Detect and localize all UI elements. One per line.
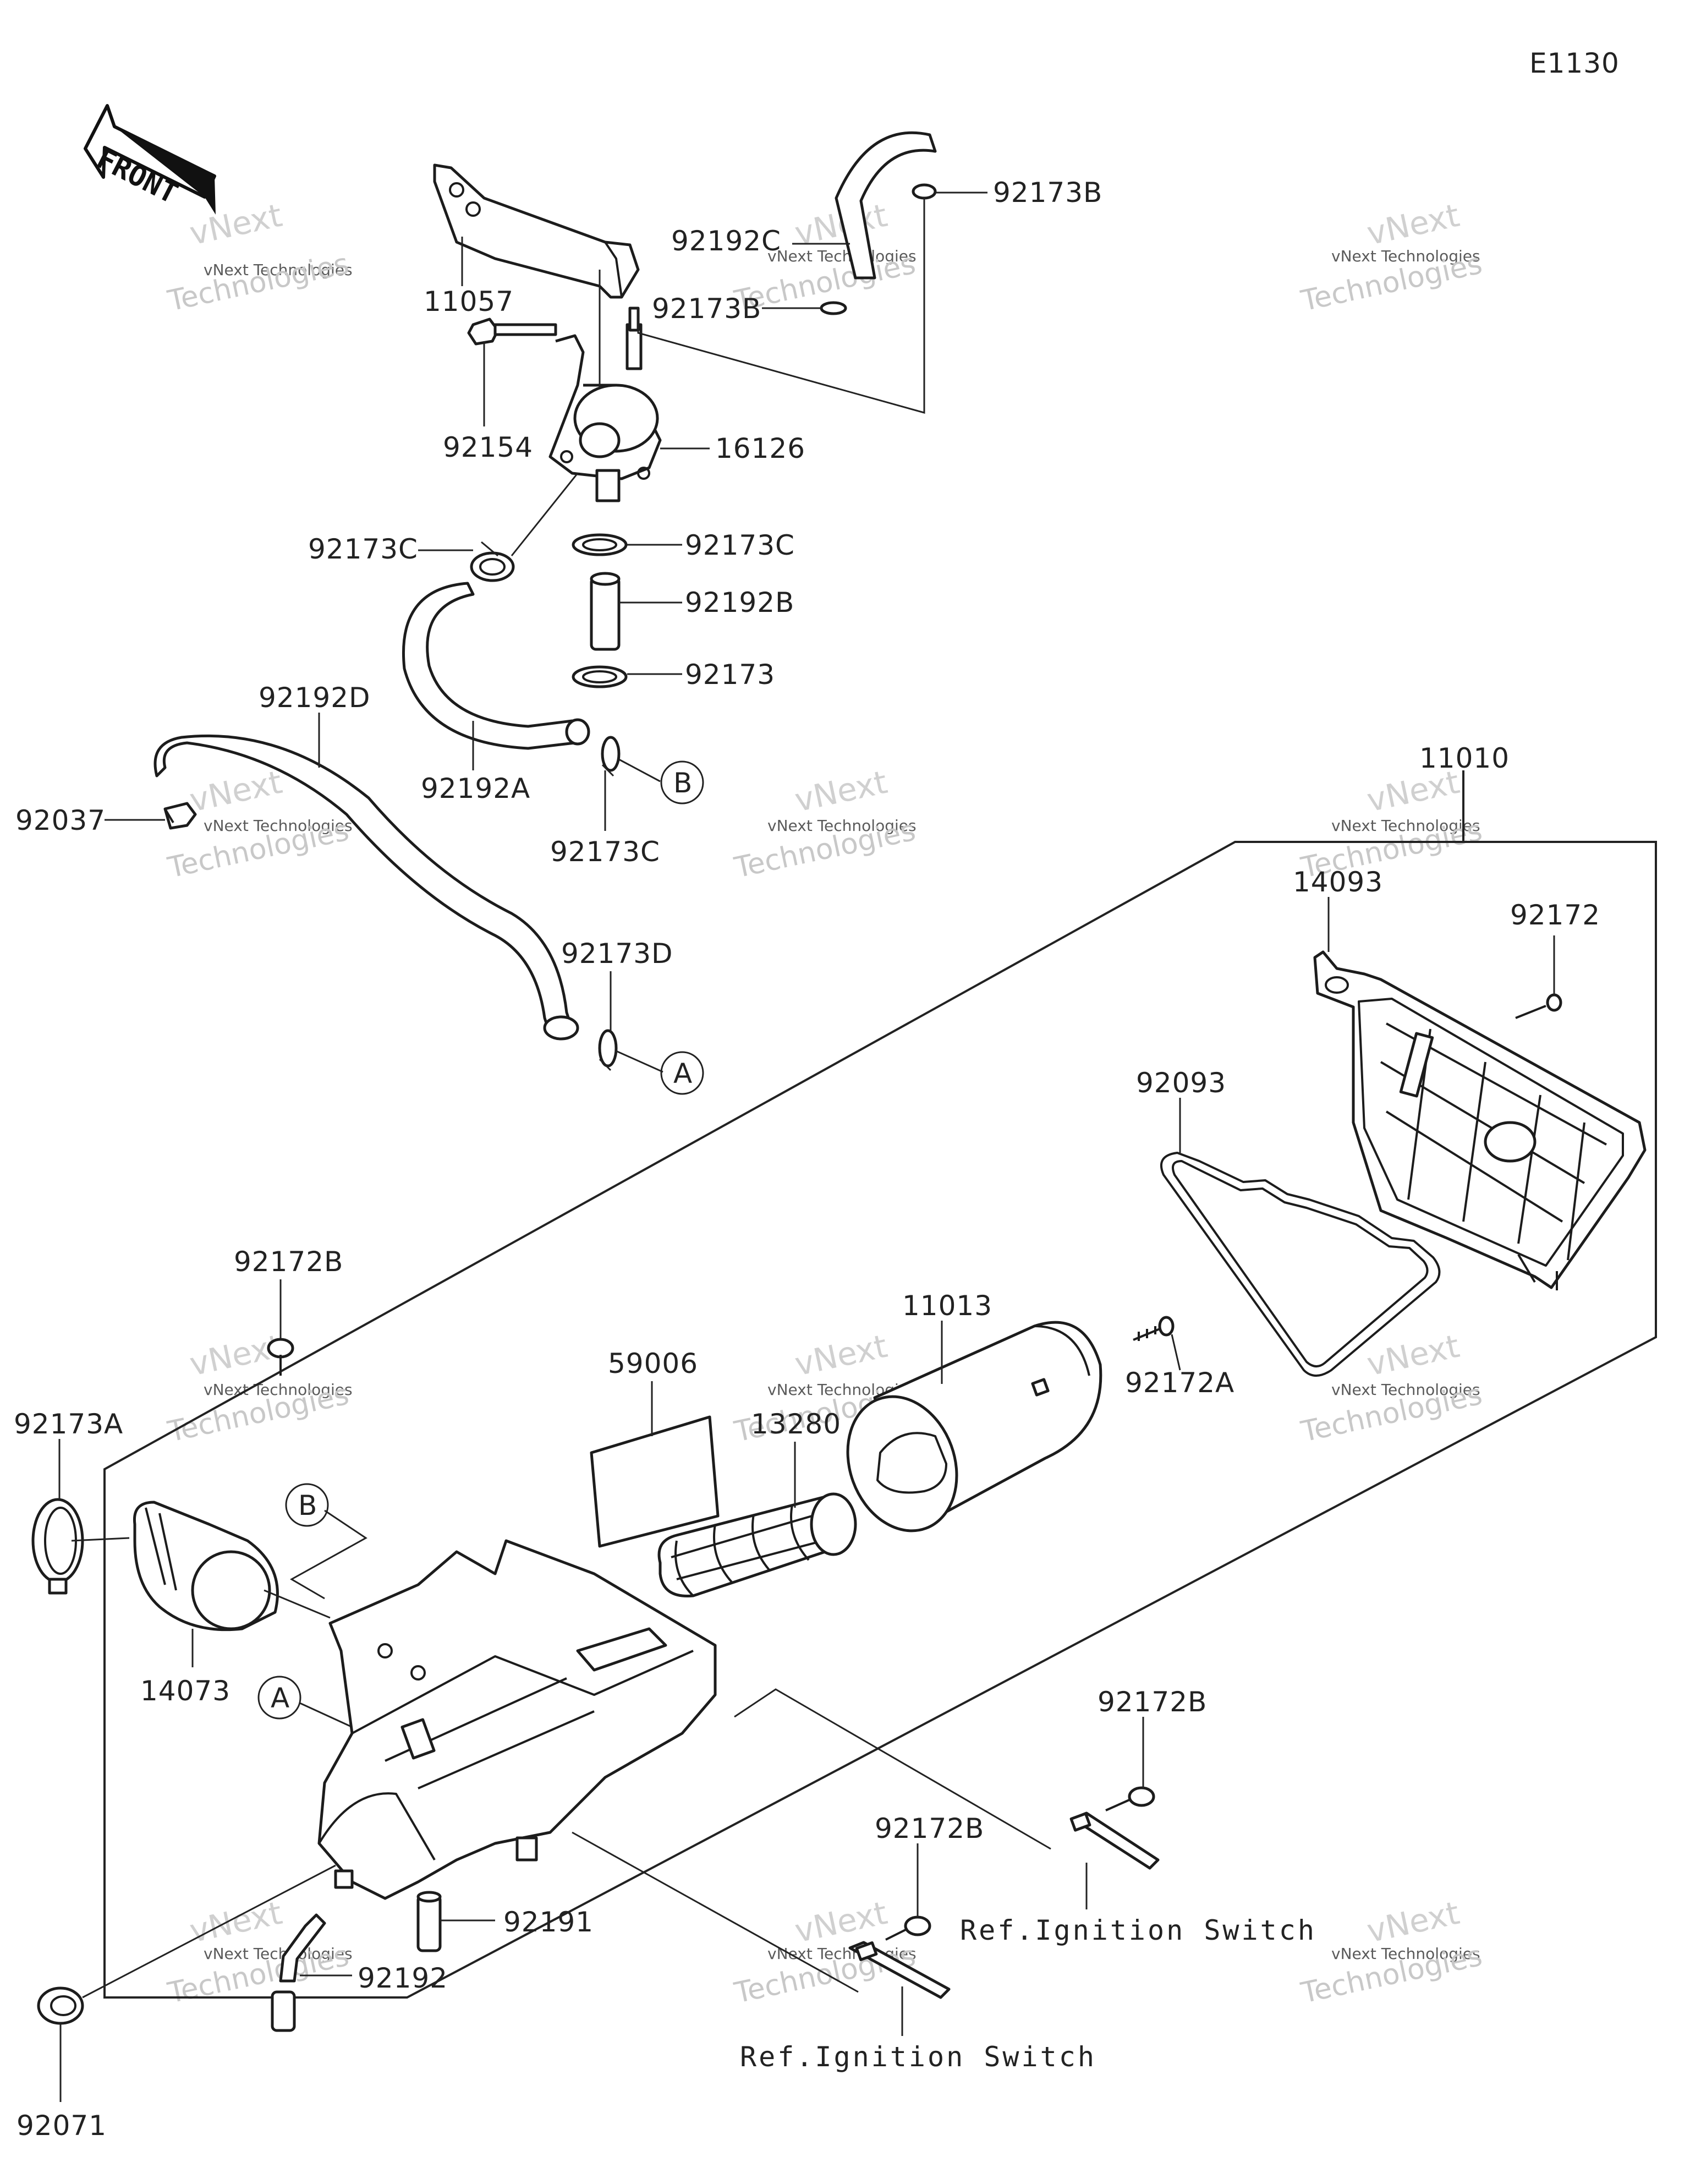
watermark-text: vNext Technologies: [767, 817, 917, 835]
part-number-92037: 92037: [15, 804, 106, 836]
callout-letter: B: [673, 767, 693, 799]
part-number-14073: 14073: [140, 1675, 231, 1707]
part-number-92192: 92192: [358, 1962, 448, 1994]
part-number-92172B-right: 92172B: [1098, 1686, 1207, 1718]
clamp-92173D: [598, 1029, 618, 1071]
ignition-bracket-mid: [848, 1941, 951, 1999]
screw-92172B-mid: [885, 1915, 931, 1941]
clamp-92173: [572, 665, 628, 688]
screw-92172A: [1133, 1316, 1175, 1341]
part-number-16126: 16126: [715, 433, 805, 464]
part-number-92192B: 92192B: [685, 587, 794, 618]
ref-ignition-switch-mid: Ref.Ignition Switch: [740, 2041, 1096, 2073]
label-plate-59006: [590, 1415, 720, 1548]
hose-92192A: [402, 582, 590, 750]
screw-92172B-left: [267, 1338, 294, 1376]
part-number-92191: 92191: [503, 1906, 594, 1938]
part-number-92154: 92154: [443, 431, 533, 463]
callout-letter: B: [298, 1490, 317, 1521]
valve-16126: [548, 306, 662, 502]
part-number-92172B-mid: 92172B: [875, 1813, 984, 1844]
part-number-92173C-left: 92173C: [308, 533, 418, 565]
pipe-92192B: [590, 572, 621, 651]
cover-14093: [1313, 950, 1647, 1290]
watermark-text: vNext Technologies: [204, 261, 353, 279]
callout-letter: A: [271, 1682, 290, 1714]
part-number-92173A: 92173A: [14, 1408, 123, 1440]
part-number-92172A: 92172A: [1125, 1367, 1234, 1399]
diagram-code: E1130: [1529, 47, 1620, 79]
clamp-92173B-mid: [820, 301, 847, 315]
screw-92172: [1515, 993, 1562, 1019]
callout-b-upper: B: [660, 760, 704, 804]
part-number-92173D: 92173D: [561, 938, 673, 970]
part-number-92173C-low: 92173C: [550, 836, 660, 868]
part-number-92192D: 92192D: [259, 682, 371, 714]
callout-a-upper: A: [660, 1051, 704, 1095]
part-number-11057: 11057: [424, 286, 514, 318]
watermark-text: vNext Technologies: [1331, 817, 1480, 835]
clip-92037: [163, 802, 197, 830]
callout-letter: A: [673, 1058, 693, 1090]
hose-92192D: [153, 734, 579, 1041]
pipe-92191: [416, 1891, 442, 1952]
clamp-92173C-low: [601, 736, 621, 777]
ref-ignition-switch-right: Ref.Ignition Switch: [960, 1914, 1316, 1946]
callout-b-lower: B: [285, 1483, 329, 1527]
callout-a-lower: A: [257, 1676, 301, 1720]
part-number-92173: 92173: [685, 659, 775, 691]
element-frame-13280: [657, 1492, 857, 1597]
part-number-92192C: 92192C: [671, 225, 781, 257]
hose-92192C: [835, 131, 937, 280]
assembly-box-outline: [103, 770, 1657, 1999]
part-number-92192A: 92192A: [421, 773, 530, 804]
air-filter-element-11013: [846, 1321, 1102, 1532]
part-number-92093: 92093: [1136, 1067, 1226, 1099]
part-number-59006: 59006: [608, 1348, 698, 1380]
clamp-92173A: [31, 1498, 84, 1595]
part-number-11013: 11013: [902, 1290, 992, 1322]
bracket-11057: [433, 163, 640, 299]
part-number-92172B-left: 92172B: [234, 1246, 343, 1278]
clamp-92173B-top: [912, 183, 937, 200]
bolt-92154: [467, 318, 557, 346]
watermark-text: vNext Technologies: [1331, 247, 1480, 265]
part-number-13280: 13280: [751, 1408, 841, 1440]
part-number-92173B-mid: 92173B: [652, 293, 761, 325]
watermark-text: vNext Technologies: [204, 817, 353, 835]
clamp-92173C-right: [572, 533, 628, 556]
part-number-92172: 92172: [1510, 899, 1600, 931]
clamp-92173C-left: [470, 541, 515, 582]
inlet-duct-14073: [133, 1501, 279, 1632]
part-number-92173C-right: 92173C: [685, 529, 795, 561]
watermark-text: vNext Technologies: [1331, 1945, 1480, 1963]
hose-92192: [271, 1913, 326, 2032]
ignition-bracket-right: [1069, 1811, 1160, 1870]
air-cleaner-housing: [317, 1539, 717, 1900]
grommet-92071: [37, 1986, 84, 2025]
screw-92172B-right: [1105, 1786, 1155, 1811]
gasket-92093: [1160, 1152, 1441, 1377]
watermark-text: vNext Technologies: [767, 247, 917, 265]
part-number-92071: 92071: [17, 2110, 107, 2142]
part-number-14093: 14093: [1293, 866, 1383, 898]
part-number-92173B-top: 92173B: [993, 177, 1102, 209]
part-number-11010: 11010: [1419, 742, 1510, 774]
watermark-text: vNext Technologies: [1331, 1381, 1480, 1399]
watermark-text: vNext Technologies: [204, 1945, 353, 1963]
watermark-text: vNext Technologies: [204, 1381, 353, 1399]
